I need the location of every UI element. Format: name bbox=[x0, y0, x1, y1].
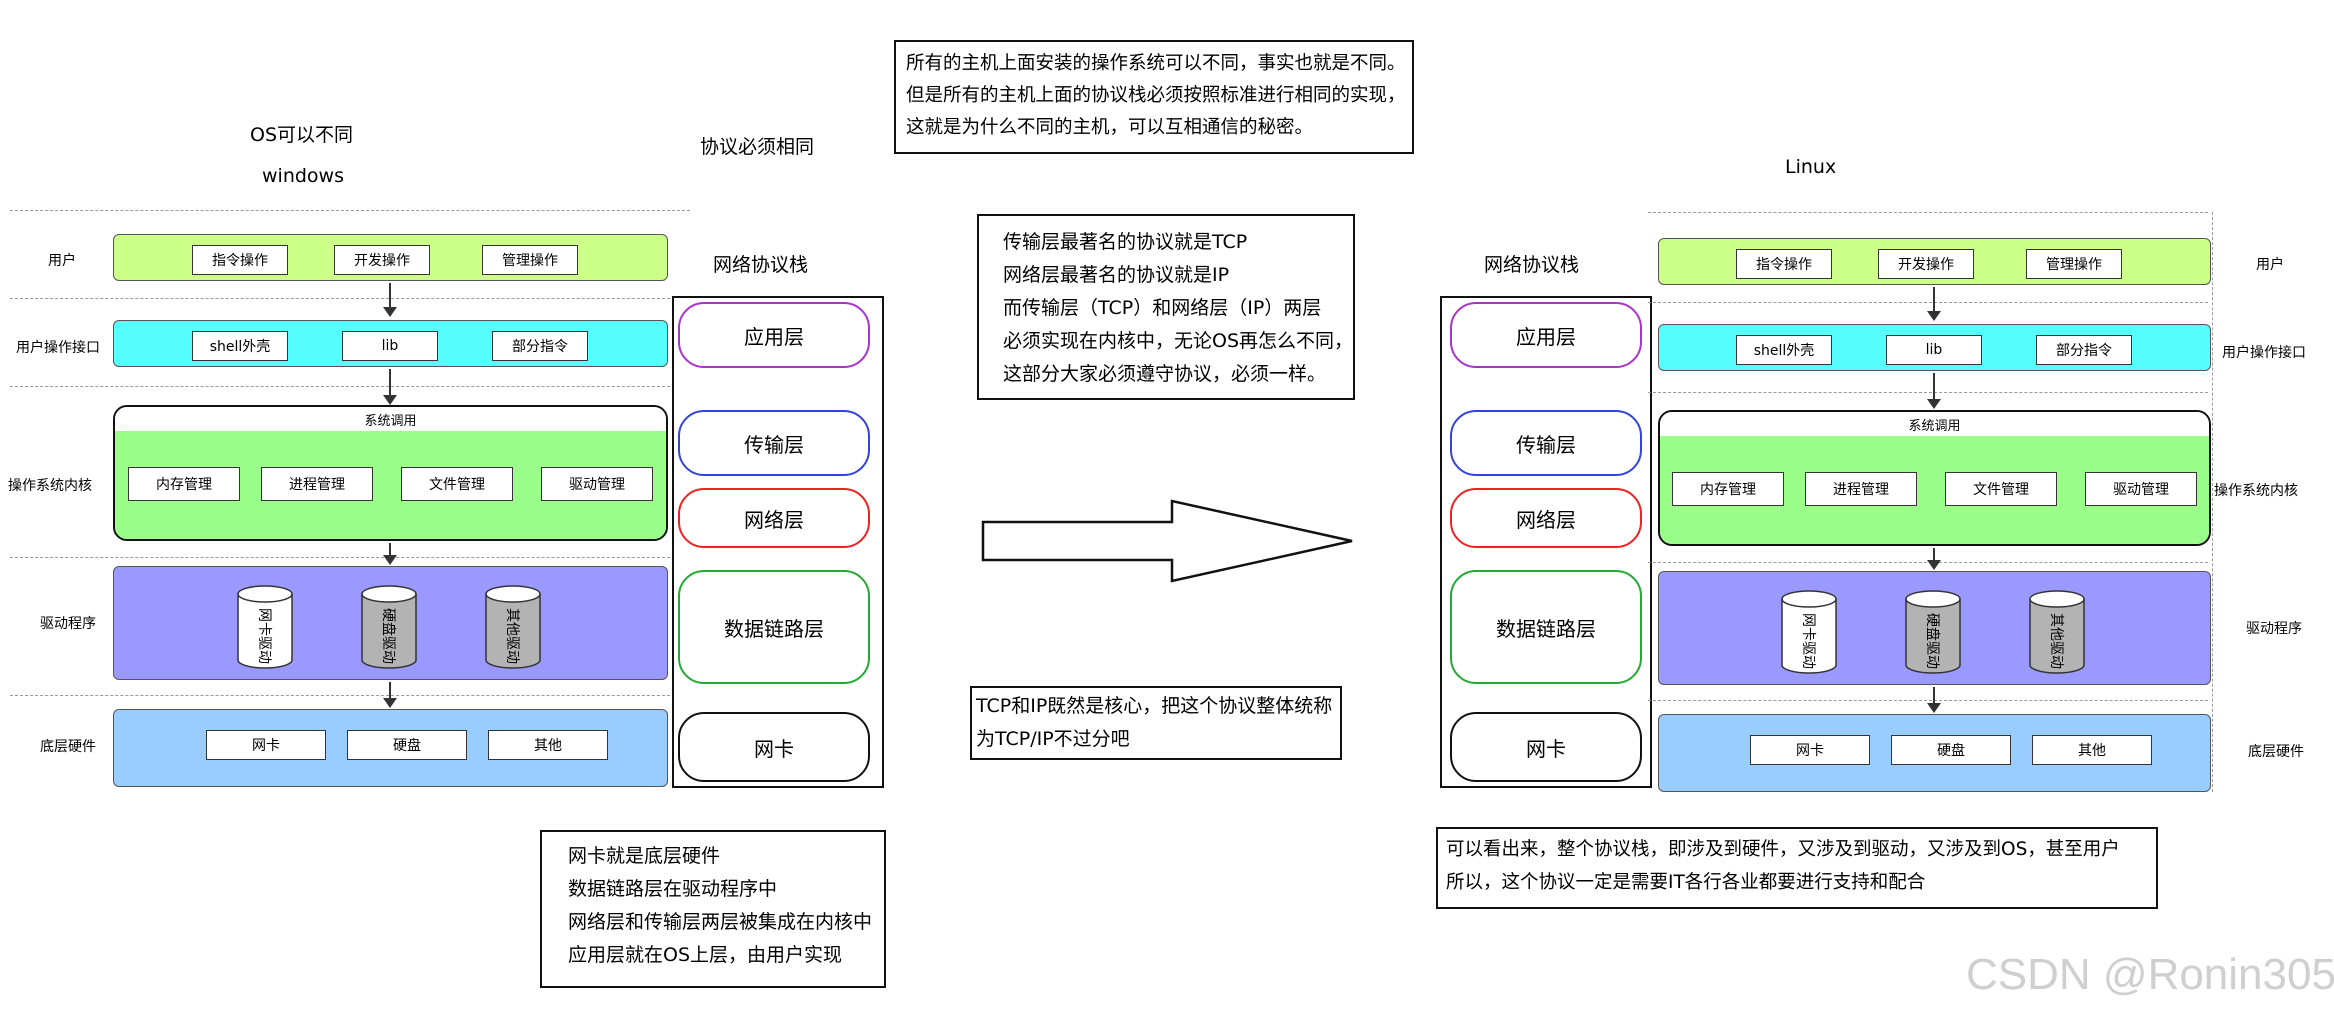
left-layer-transport: 传输层 bbox=[678, 410, 870, 476]
right-other-driver-label: 其他驱动 bbox=[2048, 613, 2064, 669]
right-chip-nic: 网卡 bbox=[1750, 735, 1870, 765]
big-right-arrow bbox=[981, 499, 1353, 583]
watermark: CSDN @Ronin305 bbox=[1966, 950, 2334, 999]
note-middle-line-4: 必须实现在内核中，无论OS再怎么不同， bbox=[1003, 330, 1354, 352]
row-label-hardware: 底层硬件 bbox=[40, 739, 96, 755]
row-label-kernel: 操作系统内核 bbox=[8, 478, 92, 494]
chip-admin-ops: 管理操作 bbox=[482, 245, 578, 275]
disk-driver-label: 硬盘驱动 bbox=[380, 608, 396, 664]
chip-other: 其他 bbox=[488, 730, 608, 760]
chip-shell: shell外壳 bbox=[192, 331, 288, 361]
row-label-user: 用户 bbox=[48, 253, 76, 269]
os-differ-heading: OS可以不同 bbox=[250, 124, 354, 146]
disk-driver-cylinder bbox=[361, 585, 417, 669]
right-stack-title: 网络协议栈 bbox=[1484, 254, 1580, 276]
arrow-kernel-to-driver bbox=[383, 543, 397, 565]
right-row-label-hardware: 底层硬件 bbox=[2248, 744, 2304, 760]
arrow-driver-to-hardware bbox=[383, 682, 397, 708]
right-chip-file-mgmt: 文件管理 bbox=[1945, 472, 2057, 506]
note-top-line-2: 但是所有的主机上面的协议栈必须按照标准进行相同的实现， bbox=[906, 85, 1406, 106]
nic-driver-cylinder bbox=[237, 585, 293, 669]
syscall-label: 系统调用 bbox=[115, 407, 666, 431]
right-chip-dev-ops: 开发操作 bbox=[1878, 249, 1974, 279]
arrow-user-to-api bbox=[383, 283, 397, 317]
arrow-api-to-kernel bbox=[383, 369, 397, 405]
right-arrow-kernel-to-driver bbox=[1927, 548, 1941, 570]
right-row-label-kernel: 操作系统内核 bbox=[2214, 483, 2298, 499]
right-layer-network: 网络层 bbox=[1450, 488, 1642, 548]
left-layer-network: 网络层 bbox=[678, 488, 870, 548]
right-arrow-api-to-kernel bbox=[1927, 373, 1941, 409]
chip-lib: lib bbox=[342, 331, 438, 361]
note-bottom-left-line-4: 应用层就在OS上层，由用户实现 bbox=[568, 944, 843, 966]
note-tcpip-line-2: 为TCP/IP不过分吧 bbox=[976, 728, 1130, 750]
linux-heading: Linux bbox=[1785, 156, 1837, 178]
right-layer-datalink: 数据链路层 bbox=[1450, 570, 1642, 684]
chip-dev-ops: 开发操作 bbox=[334, 245, 430, 275]
note-bottom-right: 可以看出来，整个协议栈，即涉及到硬件，又涉及到驱动，又涉及到OS，甚至用户 所以… bbox=[1436, 827, 2158, 909]
right-chip-other: 其他 bbox=[2032, 735, 2152, 765]
note-tcpip: TCP和IP既然是核心，把这个协议整体统称 为TCP/IP不过分吧 bbox=[970, 686, 1342, 760]
windows-heading: windows bbox=[262, 165, 344, 187]
note-middle-line-2: 网络层最著名的协议就是IP bbox=[1003, 264, 1230, 286]
right-chip-memory-mgmt: 内存管理 bbox=[1672, 472, 1784, 506]
right-chip-shell: shell外壳 bbox=[1736, 335, 1832, 365]
right-disk-driver-label: 硬盘驱动 bbox=[1924, 613, 1940, 669]
right-arrow-driver-to-hardware bbox=[1927, 687, 1941, 713]
note-bottom-left-line-2: 数据链路层在驱动程序中 bbox=[568, 878, 778, 900]
chip-partial-commands: 部分指令 bbox=[492, 331, 588, 361]
right-chip-command-ops: 指令操作 bbox=[1736, 249, 1832, 279]
note-bottom-left-line-1: 网卡就是底层硬件 bbox=[568, 845, 721, 867]
note-top-line-1: 所有的主机上面安装的操作系统可以不同，事实也就是不同。 bbox=[906, 53, 1406, 74]
chip-nic: 网卡 bbox=[206, 730, 326, 760]
left-stack-title: 网络协议栈 bbox=[713, 254, 809, 276]
chip-memory-mgmt: 内存管理 bbox=[128, 467, 240, 501]
left-layer-application: 应用层 bbox=[678, 302, 870, 368]
right-arrow-user-to-api bbox=[1927, 287, 1941, 321]
note-top: 所有的主机上面安装的操作系统可以不同，事实也就是不同。 但是所有的主机上面的协议… bbox=[894, 40, 1414, 154]
right-chip-disk: 硬盘 bbox=[1891, 735, 2011, 765]
note-bottom-left: 网卡就是底层硬件 数据链路层在驱动程序中 网络层和传输层两层被集成在内核中 应用… bbox=[540, 830, 886, 988]
left-layer-nic: 网卡 bbox=[678, 712, 870, 782]
right-layer-application: 应用层 bbox=[1450, 302, 1642, 368]
right-nic-driver-cylinder bbox=[1781, 590, 1837, 674]
nic-driver-label: 网卡驱动 bbox=[256, 608, 272, 664]
right-other-driver-cylinder bbox=[2029, 590, 2085, 674]
other-driver-cylinder bbox=[485, 585, 541, 669]
right-nic-driver-label: 网卡驱动 bbox=[1800, 613, 1816, 669]
chip-command-ops: 指令操作 bbox=[192, 245, 288, 275]
chip-process-mgmt: 进程管理 bbox=[261, 467, 373, 501]
row-label-driver: 驱动程序 bbox=[40, 616, 96, 632]
protocol-same-heading: 协议必须相同 bbox=[700, 136, 815, 158]
note-bottom-left-line-3: 网络层和传输层两层被集成在内核中 bbox=[568, 911, 873, 933]
other-driver-label: 其他驱动 bbox=[504, 608, 520, 664]
right-row-label-user-api: 用户操作接口 bbox=[2222, 345, 2306, 361]
right-disk-driver-cylinder bbox=[1905, 590, 1961, 674]
right-layer-transport: 传输层 bbox=[1450, 410, 1642, 476]
note-middle: 传输层最著名的协议就是TCP 网络层最著名的协议就是IP 而传输层（TCP）和网… bbox=[977, 214, 1355, 400]
right-row-label-driver: 驱动程序 bbox=[2246, 621, 2302, 637]
right-chip-admin-ops: 管理操作 bbox=[2026, 249, 2122, 279]
right-chip-driver-mgmt: 驱动管理 bbox=[2085, 472, 2197, 506]
note-bottom-right-line-2: 所以，这个协议一定是需要IT各行各业都要进行支持和配合 bbox=[1446, 872, 1926, 893]
note-middle-line-3: 而传输层（TCP）和网络层（IP）两层 bbox=[1003, 297, 1322, 319]
note-middle-line-5: 这部分大家必须遵守协议，必须一样。 bbox=[1003, 363, 1327, 385]
right-chip-process-mgmt: 进程管理 bbox=[1805, 472, 1917, 506]
chip-disk: 硬盘 bbox=[347, 730, 467, 760]
chip-driver-mgmt: 驱动管理 bbox=[541, 467, 653, 501]
note-bottom-right-line-1: 可以看出来，整个协议栈，即涉及到硬件，又涉及到驱动，又涉及到OS，甚至用户 bbox=[1446, 839, 2120, 860]
right-row-label-user: 用户 bbox=[2256, 257, 2284, 273]
chip-file-mgmt: 文件管理 bbox=[401, 467, 513, 501]
note-tcpip-line-1: TCP和IP既然是核心，把这个协议整体统称 bbox=[976, 695, 1333, 717]
row-label-user-api: 用户操作接口 bbox=[16, 340, 100, 356]
right-layer-nic: 网卡 bbox=[1450, 712, 1642, 782]
note-middle-line-1: 传输层最著名的协议就是TCP bbox=[1003, 231, 1248, 253]
note-top-line-3: 这就是为什么不同的主机，可以互相通信的秘密。 bbox=[906, 117, 1314, 138]
right-chip-partial-commands: 部分指令 bbox=[2036, 335, 2132, 365]
right-syscall-label: 系统调用 bbox=[1660, 412, 2209, 436]
right-chip-lib: lib bbox=[1886, 335, 1982, 365]
left-layer-datalink: 数据链路层 bbox=[678, 570, 870, 684]
